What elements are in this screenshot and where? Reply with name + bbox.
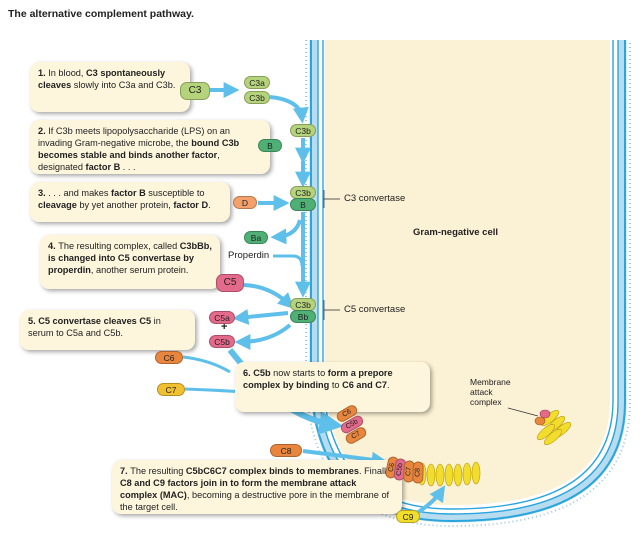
step-5-text: 5. C5 convertase cleaves C5 in serum to … — [28, 316, 161, 338]
membrane-outer — [309, 40, 627, 523]
membrane-line-1 — [310, 40, 626, 523]
step-1-box: 1. In blood, C3 spontaneously cleaves sl… — [30, 62, 190, 112]
c3b-released: C3b — [244, 91, 270, 104]
c8-in-mac: C8 — [412, 461, 424, 484]
properdin-label: Properdin — [228, 250, 270, 261]
step-text-run: . — [387, 380, 390, 390]
step-bold-run: form a prepore complex by binding — [243, 368, 393, 390]
mac-leader — [507, 407, 539, 417]
step-bold-run: factor D — [173, 200, 209, 210]
c3-molecule: C3 — [180, 82, 210, 100]
step-text-run: , another serum protein. — [90, 265, 189, 275]
step-bold-run: C8 and C9 factors join in to form the me… — [120, 478, 357, 500]
step-6-text: 6. C5b now starts to form a prepore comp… — [243, 368, 393, 390]
step-text-run: In blood, — [48, 68, 87, 78]
step-text-run: . . . — [120, 162, 136, 172]
step-text-run: . — [208, 200, 211, 210]
membrane-line-2 — [317, 40, 619, 515]
membrane-line-3 — [322, 40, 614, 510]
step-bold-run: C6 and C7 — [342, 380, 387, 390]
mac-label-2: attack — [470, 387, 493, 397]
mac-label-3: complex — [470, 397, 502, 407]
step-bold-run: C5 convertase cleaves C5 — [38, 316, 152, 326]
arrow-ba-release — [270, 219, 302, 245]
c8-molecule: C8 — [270, 444, 302, 457]
c3b-bound: C3b — [290, 124, 316, 137]
c9-molecule: C9 — [396, 510, 420, 523]
step-number: 6. — [243, 368, 254, 378]
c9-ring-bottom — [417, 461, 481, 487]
b-in-c3-convertase: B — [290, 198, 316, 211]
step-7-box: 7. The resulting C5bC6C7 complex binds t… — [112, 460, 402, 514]
arrow-to-c5b — [234, 323, 292, 350]
step-bold-run: C5bC6C7 complex binds to membranes — [185, 466, 359, 476]
step-2-box: 2. If C3b meets lipopolysaccharide (LPS)… — [30, 120, 270, 174]
factor-d: D — [233, 196, 257, 209]
step-text-run: , becoming a destructive pore in the mem… — [120, 490, 390, 512]
arrow-to-c5a — [232, 309, 289, 325]
step-bold-run: C3 spontaneously cleaves — [38, 68, 166, 90]
step-text-run: The resulting complex, called — [58, 241, 180, 251]
step-text-run: by yet another protein, — [76, 200, 174, 210]
step-number: 4. — [48, 241, 59, 251]
step-4-box: 4. The resulting complex, called C3bBb, … — [40, 235, 220, 289]
step-text-run: in serum to C5a and C5b. — [28, 316, 161, 338]
step-4-text: 4. The resulting complex, called C3bBb, … — [48, 241, 212, 275]
step-bold-run: factor B — [85, 162, 121, 172]
step-6-box: 6. C5b now starts to form a prepore comp… — [235, 362, 430, 412]
c5a-fragment: C5a — [209, 311, 235, 324]
step-bold-run: bound C3b becomes stable and binds anoth… — [38, 138, 240, 160]
step-number: 3. — [38, 188, 49, 198]
step-number: 1. — [38, 68, 49, 78]
step-bold-run: factor B — [111, 188, 146, 198]
step-text-run: If C3b meets lipopolysaccharide (LPS) on… — [38, 126, 231, 148]
step-text-run: now starts to — [270, 368, 328, 378]
c7-molecule: C7 — [157, 383, 185, 396]
arrow-c8-to-membrane — [302, 449, 388, 468]
mac-cluster-right — [534, 409, 572, 446]
step-bold-run: cleavage — [38, 200, 77, 210]
c5b-fragment: C5b — [209, 335, 235, 348]
step-1-text: 1. In blood, C3 spontaneously cleaves sl… — [38, 68, 175, 90]
step-text-run: , designated — [38, 150, 220, 172]
step-2-text: 2. If C3b meets lipopolysaccharide (LPS)… — [38, 126, 239, 172]
c3-convertase-label: C3 convertase — [344, 193, 406, 204]
c3a-molecule: C3a — [244, 76, 270, 89]
cell-label: Gram-negative cell — [413, 227, 499, 238]
step-number: 2. — [38, 126, 49, 136]
cell-interior — [325, 40, 610, 505]
step-3-box: 3. . . . and makes factor B susceptible … — [30, 182, 230, 222]
factor-b-free: B — [258, 139, 282, 152]
c5-molecule: C5 — [216, 274, 244, 292]
step-text-run: to — [329, 380, 343, 390]
step-text-run: The resulting — [130, 466, 186, 476]
step-number: 7. — [120, 466, 131, 476]
step-text-run: susceptible to — [145, 188, 205, 198]
arrow-c6-join — [182, 355, 231, 374]
step-number: 5. — [28, 316, 39, 326]
c6-molecule: C6 — [155, 351, 183, 364]
step-5-box: 5. C5 convertase cleaves C5 in serum to … — [20, 310, 195, 350]
mac-label-1: Membrane — [470, 377, 511, 387]
c5-convertase-label: C5 convertase — [344, 304, 406, 315]
step-7-text: 7. The resulting C5bC6C7 complex binds t… — [120, 466, 393, 512]
bb-in-c5-convertase: Bb — [290, 310, 316, 323]
arrow-c3b-to-membrane — [269, 95, 309, 124]
ba-fragment: Ba — [244, 231, 268, 244]
step-bold-run: C5b — [253, 368, 271, 378]
step-3-text: 3. . . . and makes factor B susceptible … — [38, 188, 211, 210]
step-text-run: . . . and makes — [48, 188, 112, 198]
figure-title: The alternative complement pathway. — [8, 8, 194, 20]
arrow-properdin — [273, 254, 304, 267]
arrow-c5-to-convertase — [243, 283, 295, 309]
step-bold-run: C3bBb, is changed into C5 convertase by … — [48, 241, 212, 275]
step-text-run: . Finally, — [358, 466, 393, 476]
plus-sign: + — [221, 321, 228, 333]
step-text-run: slowly into C3a and C3b. — [71, 80, 176, 90]
